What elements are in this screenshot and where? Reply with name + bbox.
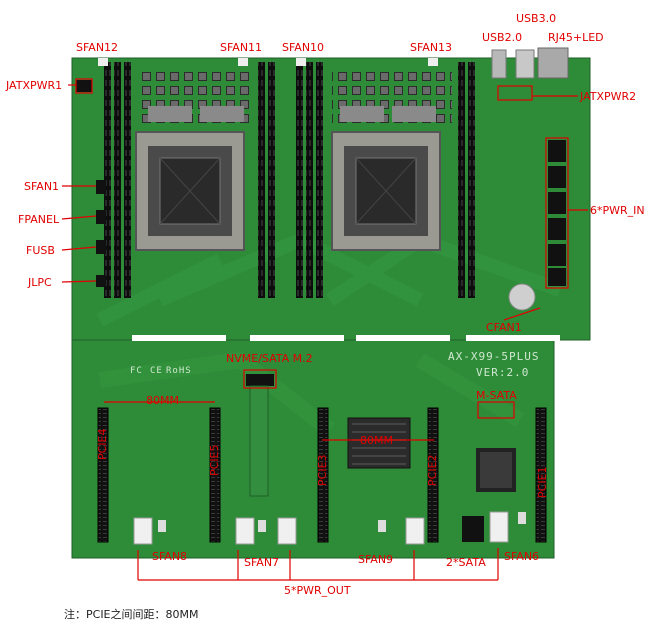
label-dist-80mm-1: 80MM: [146, 394, 179, 407]
version-silk: VER:2.0: [476, 366, 530, 379]
cert-mark-ce: CE: [150, 366, 163, 376]
label-pwr-in: 6*PWR_IN: [590, 204, 645, 217]
label-jatxpwr1: JATXPWR1: [6, 79, 63, 92]
label-sfan11: SFAN11: [220, 41, 263, 54]
label-dist-80mm-2: 80MM: [360, 434, 393, 447]
pcie-slots: [97, 407, 547, 543]
cmos-battery: [508, 283, 536, 311]
ram-slots-right: [296, 62, 475, 298]
ram-slots-left: [104, 62, 275, 298]
m2-area: [246, 374, 516, 497]
label-jatxpwr2: JATXPWR2: [580, 90, 637, 103]
label-sfan9: SFAN9: [358, 553, 394, 566]
label-nvme: NVME/SATA M.2: [226, 352, 313, 365]
label-pcie1: PCIE1: [536, 466, 549, 498]
label-sfan8: SFAN8: [152, 550, 188, 563]
board-cutouts: [132, 335, 560, 341]
label-pcie5: PCIE5: [208, 444, 221, 476]
label-sfan10: SFAN10: [282, 41, 325, 54]
label-fusb: FUSB: [26, 244, 55, 257]
rear-io: [491, 47, 569, 79]
label-sfan13: SFAN13: [410, 41, 453, 54]
footnote: 注：PCIE之间间距：80MM: [64, 608, 199, 621]
label-usb20: USB2.0: [482, 31, 523, 44]
cert-mark-rohs: RoHS: [166, 366, 192, 376]
label-sfan6: SFAN6: [504, 550, 540, 563]
annotation-lines: [61, 78, 588, 581]
label-cfan1: CFAN1: [486, 321, 522, 334]
label-fpanel: FPANEL: [18, 213, 60, 226]
label-usb30: USB3.0: [516, 12, 557, 25]
label-msata: M-SATA: [476, 389, 517, 402]
label-sfan12: SFAN12: [76, 41, 119, 54]
fan-headers-top: [98, 58, 438, 66]
label-sfan7: SFAN7: [244, 556, 280, 569]
label-pcie4: PCIE4: [96, 428, 109, 460]
pwr-in-connectors: [548, 140, 566, 286]
label-pwr-out: 5*PWR_OUT: [284, 584, 351, 597]
cpu-socket-2: [331, 131, 441, 251]
label-rj45: RJ45+LED: [548, 31, 604, 44]
label-sata: 2*SATA: [446, 556, 486, 569]
label-pcie3: PCIE3: [316, 454, 329, 486]
label-sfan1: SFAN1: [24, 180, 60, 193]
model-silk: AX-X99-5PLUS: [448, 350, 540, 363]
chipset-heatsink: [347, 417, 411, 469]
cpu-socket-1: [135, 131, 245, 251]
left-headers: [76, 80, 106, 287]
label-pcie2: PCIE2: [426, 454, 439, 486]
vrm-area: [140, 68, 452, 126]
bottom-connectors: [133, 511, 526, 545]
cert-mark-fc: FC: [130, 366, 143, 376]
label-jlpc: JLPC: [28, 276, 52, 289]
